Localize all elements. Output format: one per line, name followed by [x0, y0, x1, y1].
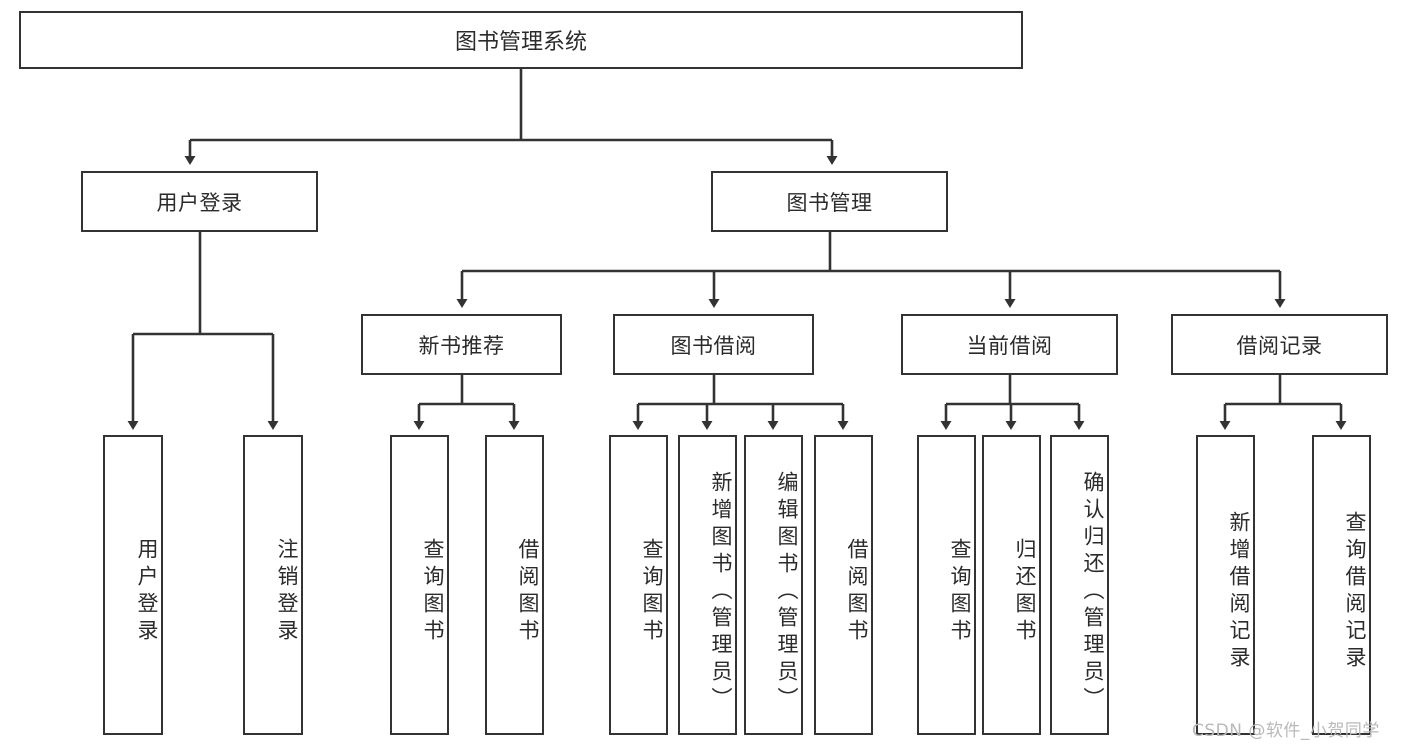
node-current-borrow[interactable]: 当前借阅 — [901, 314, 1118, 375]
leaf-edit-book-admin[interactable]: 编辑图书（管理员） — [744, 435, 803, 735]
node-label: 新增借阅记录 — [1227, 511, 1251, 673]
node-borrow-record[interactable]: 借阅记录 — [1171, 314, 1388, 375]
leaf-query-borrow-record[interactable]: 查询借阅记录 — [1312, 435, 1371, 735]
leaf-query-book-current[interactable]: 查询图书 — [917, 435, 976, 735]
node-label: 编辑图书（管理员） — [775, 470, 799, 714]
leaf-borrow-book-recommend[interactable]: 借阅图书 — [485, 435, 544, 735]
csdn-watermark: CSDN @软件_小贺同学 — [1192, 721, 1380, 741]
node-new-book-recommend[interactable]: 新书推荐 — [361, 314, 562, 375]
node-label: 新增图书（管理员） — [709, 470, 733, 714]
node-label: 注销登录 — [275, 538, 299, 646]
leaf-borrow-book[interactable]: 借阅图书 — [814, 435, 873, 735]
node-label: 归还图书 — [1013, 538, 1037, 646]
leaf-query-book-borrow[interactable]: 查询图书 — [609, 435, 668, 735]
node-label: 用户登录 — [156, 190, 243, 215]
node-label: 图书管理系统 — [454, 30, 587, 55]
leaf-add-book-admin[interactable]: 新增图书（管理员） — [678, 435, 737, 735]
node-label: 用户登录 — [135, 538, 159, 646]
node-root-system[interactable]: 图书管理系统 — [19, 11, 1023, 69]
leaf-logout[interactable]: 注销登录 — [243, 435, 303, 735]
leaf-confirm-return-admin[interactable]: 确认归还（管理员） — [1050, 435, 1109, 735]
node-label: 借阅图书 — [516, 538, 540, 646]
node-label: 查询图书 — [640, 538, 664, 646]
node-label: 新书推荐 — [418, 333, 505, 358]
node-label: 查询图书 — [948, 538, 972, 646]
leaf-add-borrow-record[interactable]: 新增借阅记录 — [1196, 435, 1255, 735]
node-label: 图书管理 — [786, 190, 873, 215]
node-label: 当前借阅 — [966, 333, 1053, 358]
node-label: 借阅记录 — [1236, 333, 1323, 358]
node-label: 借阅图书 — [845, 538, 869, 646]
node-label: 查询借阅记录 — [1343, 511, 1367, 673]
leaf-user-login[interactable]: 用户登录 — [103, 435, 163, 735]
node-book-borrow[interactable]: 图书借阅 — [613, 314, 814, 375]
node-label: 查询图书 — [421, 538, 445, 646]
node-book-management[interactable]: 图书管理 — [711, 171, 948, 232]
node-label: 确认归还（管理员） — [1081, 470, 1105, 714]
node-label: 图书借阅 — [670, 333, 757, 358]
leaf-return-book[interactable]: 归还图书 — [982, 435, 1041, 735]
leaf-query-book-recommend[interactable]: 查询图书 — [390, 435, 449, 735]
node-user-login[interactable]: 用户登录 — [81, 171, 318, 232]
